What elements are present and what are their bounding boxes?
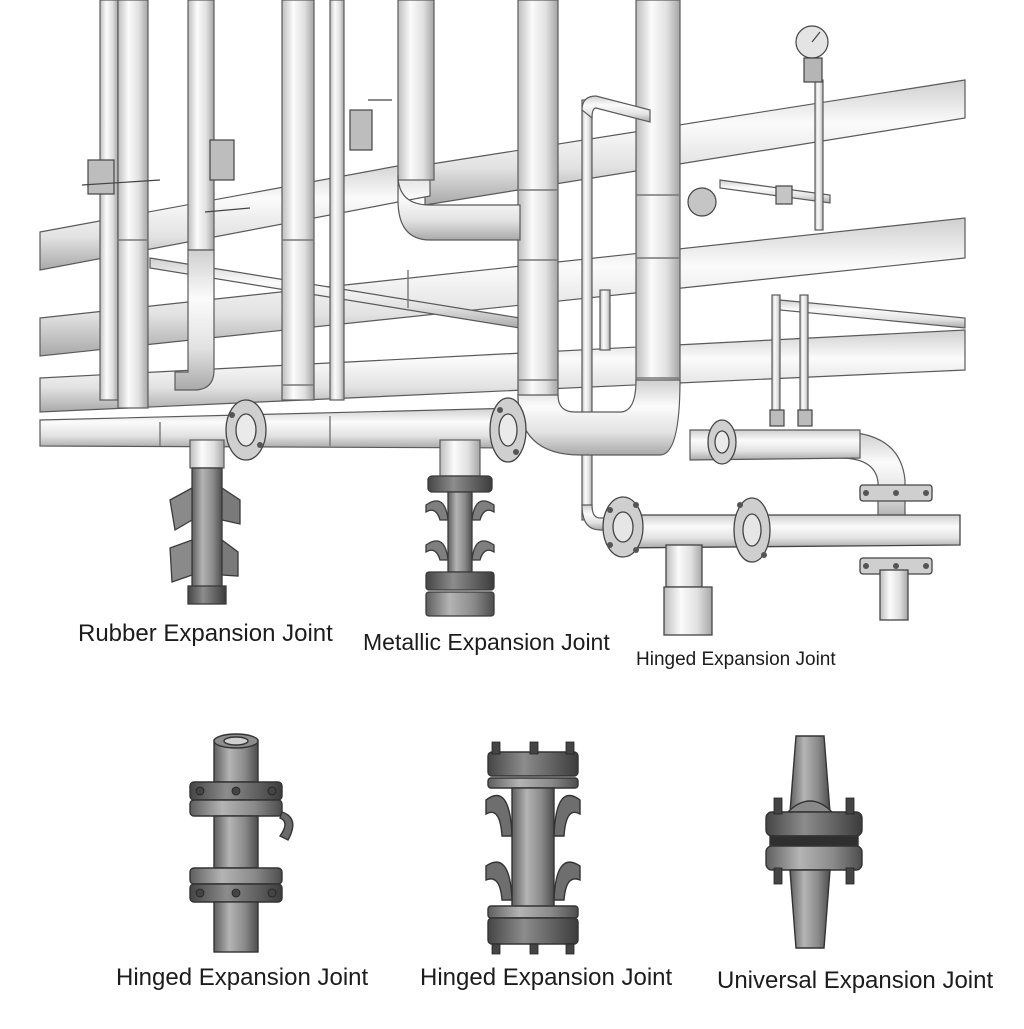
universal-joint-drawing bbox=[765, 735, 863, 949]
vpipe-8 bbox=[635, 0, 681, 386]
valve-2 bbox=[209, 139, 235, 181]
valve-left bbox=[87, 159, 115, 195]
vpipe-6 bbox=[397, 0, 435, 181]
label-hinged-expansion-joint-left: Hinged Expansion Joint bbox=[116, 964, 369, 991]
valve-round bbox=[687, 187, 717, 217]
hinged-joint-drawing-center bbox=[485, 751, 581, 945]
hinged-joint-drawing-left bbox=[189, 733, 294, 953]
valve-3 bbox=[349, 109, 373, 151]
pipe-upper-right bbox=[424, 79, 966, 206]
vpipe-thin-2 bbox=[814, 79, 824, 231]
elbow-thin-top bbox=[581, 95, 651, 123]
vpipe-5 bbox=[329, 0, 345, 401]
label-hinged-expansion-joint-top: Hinged Expansion Joint bbox=[636, 649, 836, 670]
hinged-joint-drawing-top bbox=[602, 484, 961, 636]
rubber-joint-drawing bbox=[169, 467, 241, 605]
vpipe-3 bbox=[187, 0, 215, 251]
label-metallic-expansion-joint: Metallic Expansion Joint bbox=[363, 629, 610, 655]
horizontal-pipes bbox=[39, 79, 966, 413]
valves-and-gauges bbox=[81, 25, 829, 427]
tee-down-1 bbox=[189, 439, 225, 469]
elbow-top-center bbox=[397, 174, 521, 241]
elbow-left bbox=[174, 249, 215, 391]
label-hinged-expansion-joint-center: Hinged Expansion Joint bbox=[420, 964, 673, 991]
vpipe-7 bbox=[517, 0, 559, 401]
elbow-big bbox=[517, 379, 681, 456]
tee-down-2 bbox=[439, 439, 481, 477]
flange-bolts-top bbox=[229, 407, 929, 569]
vpipe-thin-3 bbox=[771, 294, 781, 426]
vpipe-2 bbox=[117, 0, 149, 409]
header-flanges bbox=[225, 397, 737, 465]
flange-bolts-bottom bbox=[195, 741, 855, 955]
vertical-pipes bbox=[99, 0, 824, 521]
vpipe-thin-1 bbox=[581, 99, 593, 521]
pipe-small-right bbox=[719, 179, 831, 204]
vpipe-4 bbox=[281, 0, 315, 401]
vpipe-thin-4 bbox=[799, 294, 809, 426]
main-header-pipe bbox=[39, 407, 861, 477]
metallic-joint-drawing bbox=[425, 475, 495, 617]
pipe-sleeve-rings bbox=[118, 189, 781, 446]
vpipe-thin-5 bbox=[599, 289, 611, 351]
label-universal-expansion-joint: Universal Expansion Joint bbox=[717, 967, 994, 994]
vpipe-1 bbox=[99, 0, 119, 401]
label-rubber-expansion-joint: Rubber Expansion Joint bbox=[78, 620, 333, 647]
